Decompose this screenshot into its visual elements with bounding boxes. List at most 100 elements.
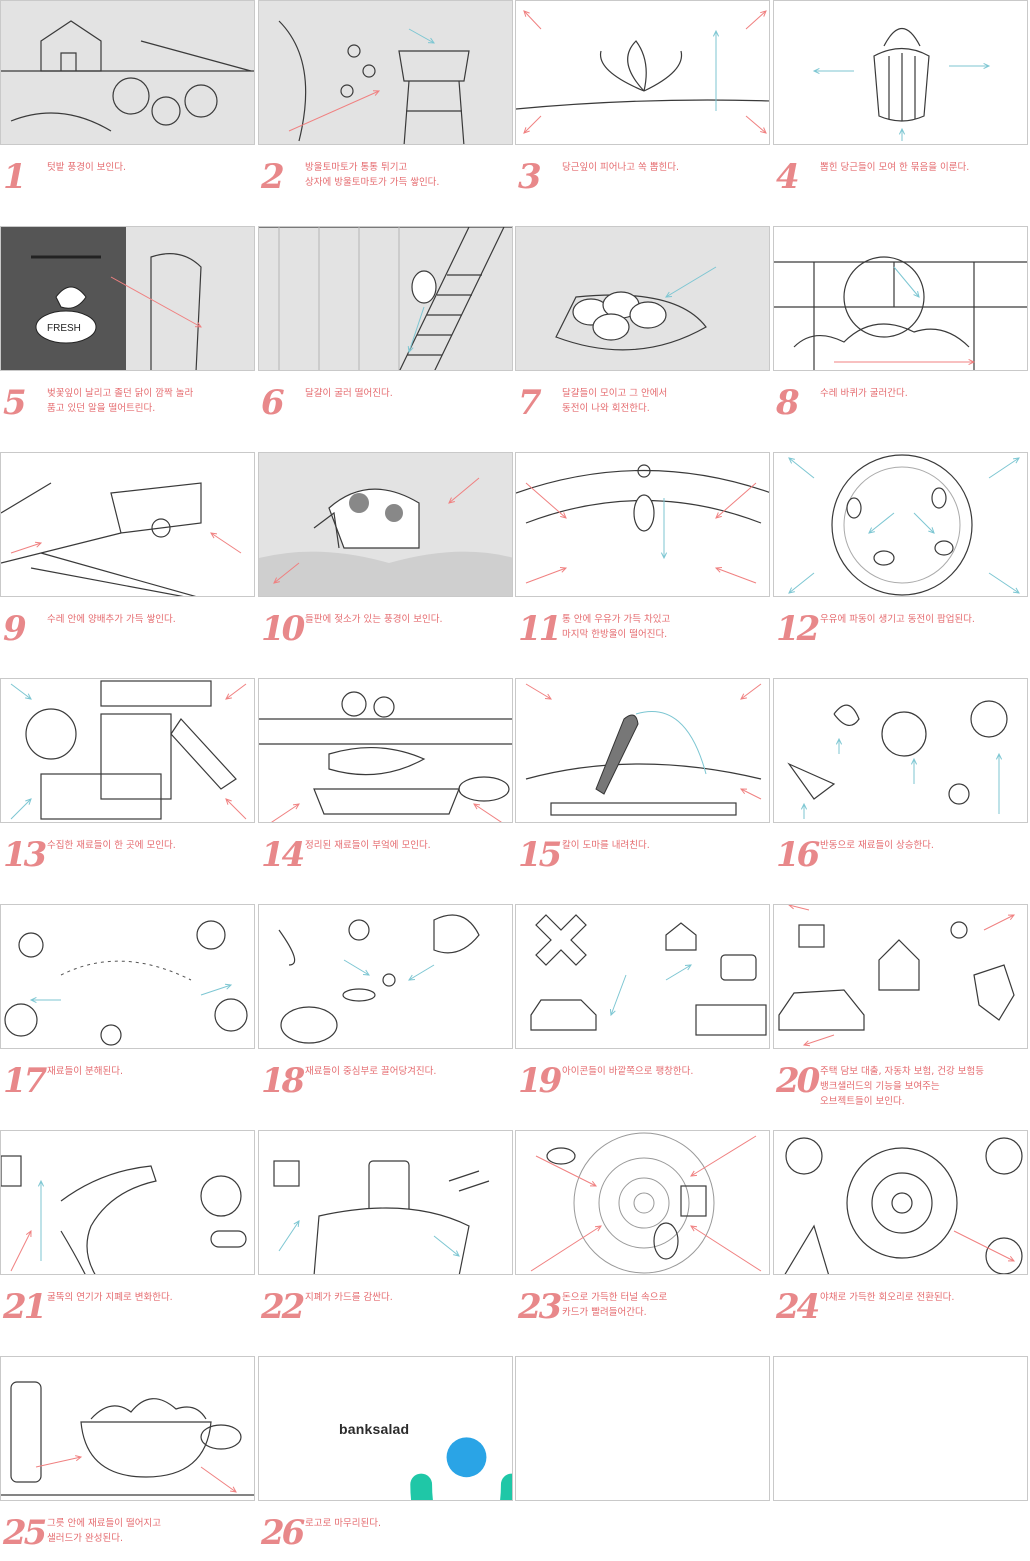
motion-arrow [788,905,810,911]
frame-caption: 당근잎이 피어나고 쏙 뽑힌다. [562,162,679,173]
motion-arrow [745,115,767,134]
frame-illustration [515,1356,770,1501]
motion-arrow [530,1225,602,1272]
frame-number: 13 [3,835,47,875]
frame-number: 15 [518,835,562,875]
motion-arrow [535,1155,598,1187]
sketch-ingredients [10,680,247,820]
motion-arrow [473,803,502,822]
motion-arrow [983,914,1016,931]
motion-arrow [715,482,757,519]
sketch-milkcan [516,464,769,584]
banksalad-logo: banksalad [339,1421,512,1500]
frame-caption: 굴뚝의 연기가 지폐로 변화한다. [47,1292,173,1303]
motion-arrow [690,1225,762,1272]
motion-arrow [834,358,976,366]
frame-caption: 반동으로 재료들이 상승한다. [820,840,934,851]
motion-arrow [110,276,203,328]
frame-caption: 텃밭 풍경이 보인다. [47,162,126,173]
motion-arrow [10,541,43,554]
frame-number: 7 [518,383,542,423]
motion-arrow [665,266,717,298]
motion-arrow [910,757,918,784]
frame-illustration [515,1130,770,1275]
frame-number: 2 [261,157,285,197]
motion-arrow [200,983,233,996]
frame-illustration [0,904,255,1049]
sketch-ripple [788,454,1020,596]
sketch-swirl [784,1137,1023,1274]
motion-arrow [812,67,854,75]
motion-arrow [408,964,435,981]
motion-arrow [225,798,247,820]
frame-caption: 들판에 젖소가 있는 풍경이 보인다. [305,614,443,625]
frame-caption: 달걀들이 모이고 그 안에서 동전이 나와 회전한다. [562,388,668,414]
frame-caption: 통 안에 우유가 가득 차있고 마지막 한방울이 떨어진다. [562,614,671,640]
frame-caption: 뽑힌 당근들이 모여 한 묶음을 이룬다. [820,162,970,173]
motion-arrow [35,1455,83,1468]
motion-arrow [898,127,906,141]
motion-arrow [800,802,808,819]
frame-illustration [0,1356,255,1501]
sketch-scatter [4,920,248,1046]
motion-arrow [523,10,542,30]
motion-arrow [200,1466,237,1493]
frame-illustration [258,0,513,145]
frame-number: 19 [518,1061,562,1101]
frame-number: 4 [776,157,800,197]
sketch-kitchen [259,691,512,822]
frame-illustration [258,226,513,371]
sketch-smoke [1,1155,247,1274]
motion-arrow [525,683,552,700]
frame-caption: 재료들이 분해된다. [47,1066,123,1077]
motion-arrow [278,1220,300,1252]
motion-arrow [893,266,920,298]
sketch-leaf [516,10,769,134]
frame-caption: 칼이 도마를 내려친다. [562,840,650,851]
motion-arrow [407,306,425,354]
frame-illustration [0,678,255,823]
motion-arrow [665,964,692,981]
frame-illustration: banksalad [258,1356,513,1501]
frame-illustration [258,452,513,597]
motion-arrow [525,482,567,519]
frame-illustration [0,0,255,145]
frame-illustration [0,1130,255,1275]
sketch-cart [1,482,242,596]
frame-caption: 재료들이 중심부로 끌어당겨진다. [305,1066,437,1077]
motion-arrow [745,10,767,30]
frame-caption: 야채로 가득한 회오리로 전환된다. [820,1292,955,1303]
frame-number: 5 [3,383,27,423]
frame-number: 21 [3,1287,47,1327]
sketch-salad [1,1381,254,1496]
motion-arrow [953,1230,1016,1262]
frame-number: 17 [3,1061,47,1101]
frame-number: 10 [261,609,305,649]
motion-arrow [448,477,480,504]
frame-number: 16 [776,835,820,875]
motion-arrow [37,1179,45,1261]
sketch-chicken: FRESH [1,227,203,370]
frame-caption: 지폐가 카드를 감싼다. [305,1292,393,1303]
motion-arrow [288,90,381,132]
frame-illustration [258,904,513,1049]
frame-illustration [515,226,770,371]
motion-arrow [660,498,668,560]
frame-number: 20 [776,1061,820,1101]
motion-arrow [225,683,247,700]
frame-illustration [515,904,770,1049]
sketch-cow [259,477,512,596]
motion-arrow [712,29,720,111]
frame-number: 24 [776,1287,820,1327]
frame-illustration: FRESH [0,226,255,371]
motion-arrow [433,1235,460,1257]
sketch-ladder [259,227,512,370]
frame-caption: 달걀이 굴러 떨어진다. [305,388,393,399]
motion-arrow [690,1135,757,1177]
frame-illustration [773,678,1028,823]
frame-caption: 수레 바퀴가 굴러간다. [820,388,908,399]
frame-caption: 벚꽃잎이 날리고 졸던 닭이 깜짝 놀라 품고 있던 알을 떨어트린다. [47,388,194,414]
sketch-pull [278,914,480,1044]
frame-caption: 정리된 재료들이 부엌에 모인다. [305,840,431,851]
